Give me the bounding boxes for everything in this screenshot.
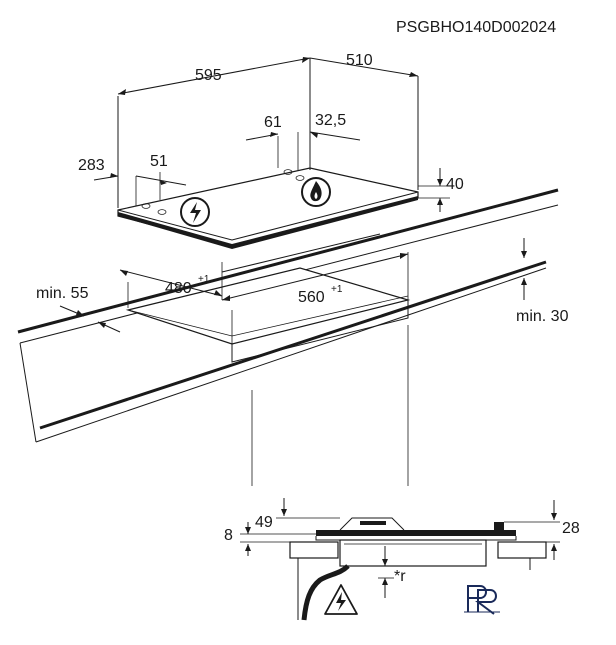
dim-hob-depth: 510 [346,52,373,69]
logo-pr [464,585,500,615]
dim-cutout-width: 560 [298,289,325,306]
document-code: PSGBHO140D002024 [396,19,556,36]
electric-warning-triangle-icon [324,584,358,615]
dim-hob-width: 595 [195,67,222,84]
dim-left-offset: 283 [78,157,105,174]
worktop-drawing [17,188,559,486]
section-drawing [240,498,560,621]
hob-drawing [93,57,450,249]
dim-cutout-depth-tol: +1 [198,274,210,285]
dim-left-inner: 51 [150,153,168,170]
dim-section-left-a: 8 [224,527,233,544]
electric-hazard-icon [180,197,210,227]
dim-cutout-width-tol: +1 [331,284,343,295]
dim-section-right: 28 [562,520,580,537]
dim-hob-height: 40 [446,176,464,193]
dim-section-radius: *r [394,568,406,585]
dim-rear-b: 32,5 [315,112,346,129]
dim-rear-a: 61 [264,114,282,131]
dim-cutout-depth: 480 [165,280,192,297]
dim-section-left-b: 49 [255,514,273,531]
gas-flame-icon [301,177,331,207]
dim-min-rear: min. 30 [516,308,569,325]
dim-min-left: min. 55 [36,285,89,302]
